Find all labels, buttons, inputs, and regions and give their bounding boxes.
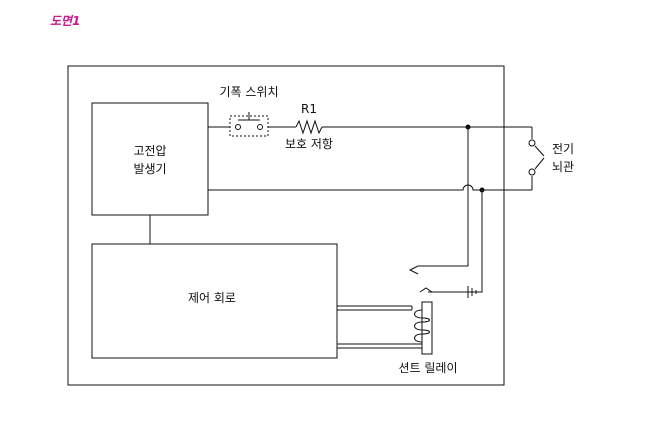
hv-generator-label-1: 고전압 xyxy=(133,144,166,158)
shunt-relay-coil xyxy=(415,302,433,354)
control-circuit-label: 제어 회로 xyxy=(188,291,236,305)
relay-fixed-contact xyxy=(420,288,432,292)
hv-generator-label-2: 발생기 xyxy=(133,162,166,176)
relay-movable-contact xyxy=(410,266,418,274)
wire-top-junction-to-relay xyxy=(418,127,468,266)
protect-resistor-label: 보호 저항 xyxy=(285,137,333,151)
detonator-label-1: 전기 xyxy=(552,142,574,156)
air-switch-symbol xyxy=(230,112,268,136)
junction-dot-top xyxy=(466,125,471,130)
detonator-label-2: 뇌관 xyxy=(552,160,574,174)
wire-bottom-junction-to-ground xyxy=(428,190,482,292)
shunt-relay-label: 션트 릴레이 xyxy=(398,361,457,375)
detonator-symbol xyxy=(529,140,544,175)
air-switch-label: 기폭 스위치 xyxy=(219,85,278,99)
resistor-r1-symbol xyxy=(296,121,322,133)
enclosure-frame xyxy=(68,66,504,385)
control-to-relay-wires xyxy=(337,306,422,348)
resistor-name-label: R1 xyxy=(301,102,317,116)
hv-generator-block xyxy=(92,103,208,215)
junction-dot-bottom xyxy=(480,188,485,193)
